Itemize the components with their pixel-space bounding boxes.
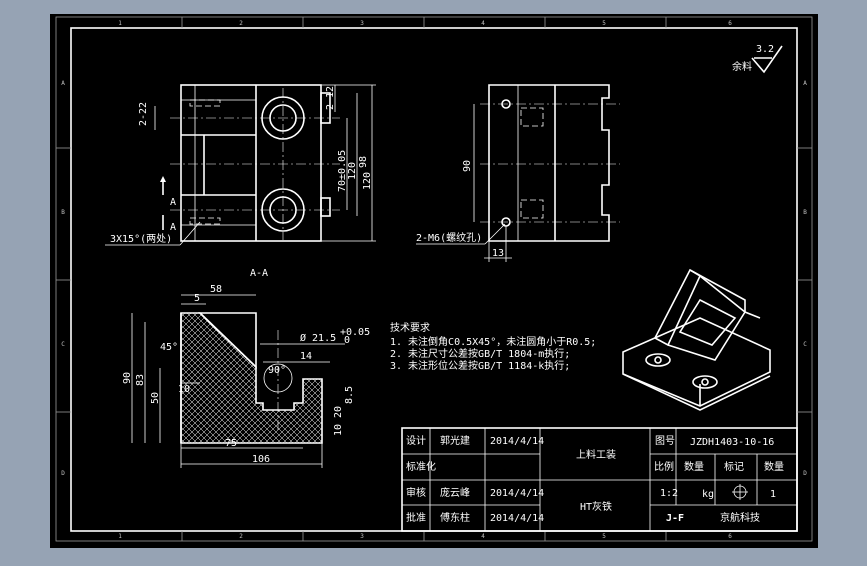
title-block: 设计 郭光建 2014/4/14 标准化 审核 庞云峰 2014/4/14 批准… (401, 427, 798, 532)
svg-text:120: 120 (362, 172, 373, 190)
svg-text:45°: 45° (160, 342, 178, 353)
svg-text:1:2: 1:2 (660, 488, 678, 499)
svg-text:2-22: 2-22 (138, 102, 149, 126)
svg-text:郭光建: 郭光建 (440, 434, 470, 447)
svg-text:90°: 90° (268, 365, 286, 376)
zone-label-bottom: 3 (360, 533, 364, 540)
drawing-canvas (50, 14, 818, 548)
svg-text:技术要求: 技术要求 (390, 321, 430, 334)
svg-text:13: 13 (492, 248, 504, 259)
zone-label-top: 4 (481, 20, 485, 27)
zone-label-right: C (803, 341, 807, 348)
svg-text:J-F: J-F (666, 513, 684, 524)
svg-text:审核: 审核 (406, 486, 426, 499)
svg-text:106: 106 (252, 454, 270, 465)
svg-text:10: 10 (178, 384, 190, 395)
zone-label-top: 6 (728, 20, 732, 27)
svg-text:数量: 数量 (684, 460, 704, 473)
svg-text:比例: 比例 (654, 460, 674, 473)
svg-text:图号: 图号 (655, 435, 675, 447)
roughness-symbol: 余料 3.2 (732, 44, 783, 74)
zone-ticks (56, 17, 812, 541)
svg-text:10: 10 (333, 424, 344, 436)
svg-text:2014/4/14: 2014/4/14 (490, 436, 544, 447)
svg-text:70±0.05: 70±0.05 (337, 150, 348, 192)
svg-text:HT灰铁: HT灰铁 (580, 500, 612, 513)
zone-label-right: B (803, 209, 807, 216)
svg-text:批准: 批准 (406, 511, 426, 524)
svg-text:3.2: 3.2 (756, 44, 774, 55)
svg-text:JZDH1403-10-16: JZDH1403-10-16 (690, 437, 774, 448)
svg-text:A: A (170, 197, 176, 208)
svg-text:3. 未注形位公差按GB/T 1184-k执行;: 3. 未注形位公差按GB/T 1184-k执行; (390, 359, 570, 372)
svg-text:1: 1 (770, 489, 776, 500)
technical-requirements: 技术要求 1. 未注倒角C0.5X45°，未注圆角小于R0.5; 2. 未注尺寸… (390, 321, 596, 372)
svg-text:120: 120 (347, 162, 358, 180)
zone-label-left: B (61, 209, 65, 216)
zone-label-top: 1 (118, 20, 122, 27)
svg-text:98: 98 (358, 156, 369, 168)
svg-text:5: 5 (194, 293, 200, 304)
section-view: A-A 58 5 45° Ø 21.5 +0.05 0 14 90° 90 83… (122, 268, 370, 468)
svg-text:设计: 设计 (406, 434, 426, 447)
svg-text:83: 83 (135, 374, 146, 386)
svg-text:2. 未注尺寸公差按GB/T 1804-m执行;: 2. 未注尺寸公差按GB/T 1804-m执行; (390, 347, 570, 360)
zone-label-bottom: 1 (118, 533, 122, 540)
svg-text:8.5: 8.5 (344, 386, 355, 404)
zone-label-top: 3 (360, 20, 364, 27)
svg-text:A: A (170, 222, 176, 233)
svg-text:90: 90 (122, 372, 133, 384)
svg-text:A-A: A-A (250, 268, 268, 279)
svg-text:傅东柱: 傅东柱 (440, 511, 470, 524)
front-view: 2-22 2-12 70±0.05 120 98 120 A A 3X15°(两… (105, 84, 376, 246)
svg-text:庞云峰: 庞云峰 (440, 486, 470, 499)
svg-text:14: 14 (300, 351, 312, 362)
zone-label-bottom: 6 (728, 533, 732, 540)
svg-text:2014/4/14: 2014/4/14 (490, 513, 544, 524)
svg-text:58: 58 (210, 284, 222, 295)
svg-text:标准化: 标准化 (406, 460, 436, 473)
zone-label-left: C (61, 341, 65, 348)
zone-label-bottom: 2 (239, 533, 243, 540)
svg-text:Ø 21.5: Ø 21.5 (300, 332, 336, 344)
svg-text:75: 75 (225, 438, 237, 449)
svg-text:3X15°(两处): 3X15°(两处) (110, 233, 172, 245)
svg-text:20: 20 (333, 406, 344, 418)
zone-label-right: D (803, 470, 807, 477)
outer-frame (55, 16, 813, 542)
zone-label-bottom: 4 (481, 533, 485, 540)
svg-text:90: 90 (462, 160, 473, 172)
svg-text:1. 未注倒角C0.5X45°，未注圆角小于R0.5;: 1. 未注倒角C0.5X45°，未注圆角小于R0.5; (390, 335, 596, 348)
svg-text:2014/4/14: 2014/4/14 (490, 488, 544, 499)
zone-label-left: A (61, 80, 65, 87)
svg-text:0: 0 (344, 335, 350, 346)
svg-text:标记: 标记 (724, 461, 744, 473)
svg-text:kg: kg (702, 489, 714, 500)
svg-text:2-12: 2-12 (325, 86, 336, 110)
zone-label-top: 5 (602, 20, 606, 27)
svg-text:数量: 数量 (764, 460, 784, 473)
svg-text:京航科技: 京航科技 (720, 511, 760, 524)
isometric-view (622, 268, 771, 411)
zone-label-left: D (61, 470, 65, 477)
svg-text:余料: 余料 (732, 60, 752, 73)
svg-text:+0.05: +0.05 (340, 327, 370, 338)
svg-text:50: 50 (150, 392, 161, 404)
zone-label-bottom: 5 (602, 533, 606, 540)
svg-text:2-M6(螺纹孔): 2-M6(螺纹孔) (416, 231, 482, 244)
side-view: 90 13 2-M6(螺纹孔) (416, 84, 620, 262)
svg-text:上料工装: 上料工装 (576, 448, 616, 461)
zone-label-right: A (803, 80, 807, 87)
zone-label-top: 2 (239, 20, 243, 27)
